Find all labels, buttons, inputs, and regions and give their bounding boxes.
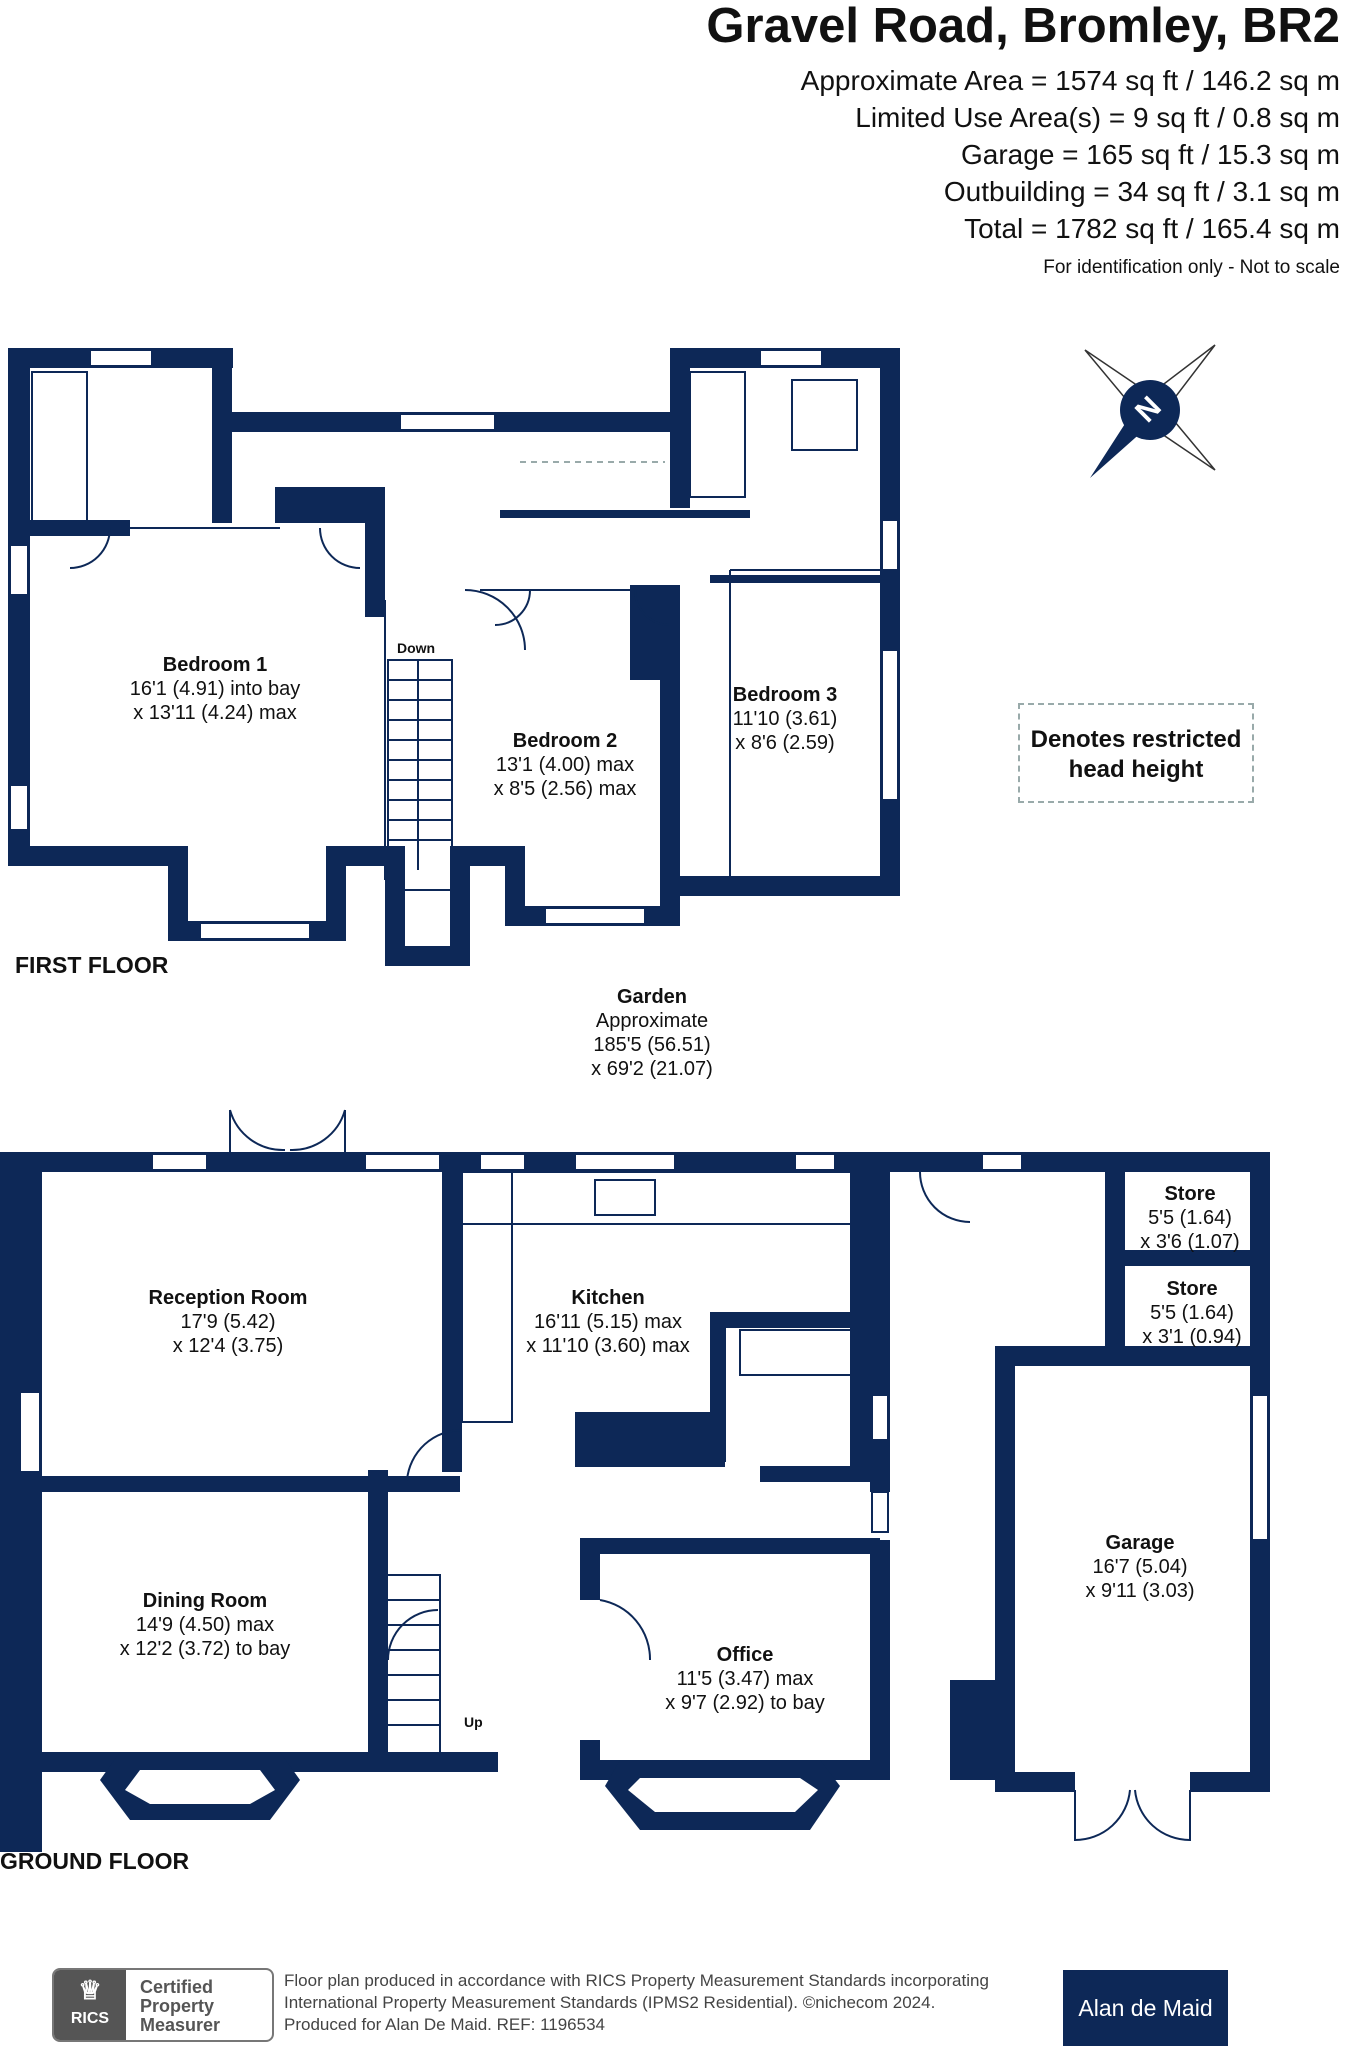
rics-certified-badge: ♕ RICS Certified Property Measurer — [52, 1968, 274, 2042]
room-dimension: 16'1 (4.91) into bay — [129, 678, 301, 700]
legend-line-2: head height — [1068, 756, 1204, 783]
first-floor-label: FIRST FLOOR — [15, 952, 169, 978]
cert-line: Property — [140, 1996, 215, 2016]
outbuilding-area: Outbuilding = 34 sq ft / 3.1 sq m — [943, 176, 1340, 207]
room-dimension: 13'1 (4.00) max — [495, 754, 635, 776]
lion-icon: ♕ — [78, 1975, 102, 2005]
property-title: Gravel Road, Bromley, BR2 — [706, 0, 1340, 53]
agency-logo: Alan de Maid — [1063, 1970, 1228, 2046]
room-name: Store — [1166, 1278, 1218, 1300]
room-store-1: Store 5'5 (1.64) x 3'6 (1.07) — [1140, 1182, 1239, 1254]
room-dimension: x 12'4 (3.75) — [172, 1335, 284, 1357]
room-store-2: Store 5'5 (1.64) x 3'1 (0.94) — [1142, 1277, 1241, 1349]
notice-line: Produced for Alan De Maid. REF: 1196534 — [284, 2015, 605, 2034]
room-dimension: x 13'11 (4.24) max — [133, 702, 297, 724]
room-dimension: x 11'10 (3.60) max — [526, 1335, 690, 1357]
approx-area: Approximate Area = 1574 sq ft / 146.2 sq… — [800, 65, 1340, 96]
room-office: Office 11'5 (3.47) max x 9'7 (2.92) to b… — [665, 1643, 824, 1715]
room-dimension: x 3'6 (1.07) — [1140, 1231, 1240, 1253]
room-dimension: x 9'7 (2.92) to bay — [665, 1692, 825, 1714]
room-dimension: 14'9 (4.50) max — [135, 1614, 275, 1636]
area-garden: Garden Approximate 185'5 (56.51) x 69'2 … — [591, 985, 713, 1081]
certification-text: Certified Property Measurer — [140, 1978, 220, 2035]
stairs-down-label: Down — [397, 640, 436, 656]
rics-logo-text: RICS — [70, 2010, 110, 2027]
room-dimension: x 8'5 (2.56) max — [493, 778, 637, 800]
legend-line-1: Denotes restricted — [1030, 726, 1242, 753]
production-notice: Floor plan produced in accordance with R… — [284, 1970, 989, 2036]
ground-floor-label: GROUND FLOOR — [0, 1848, 190, 1874]
limited-use-area: Limited Use Area(s) = 9 sq ft / 0.8 sq m — [855, 102, 1340, 133]
scale-note: For identification only - Not to scale — [1043, 257, 1340, 278]
ground-floor-bays — [100, 1752, 840, 1830]
room-bedroom-3: Bedroom 3 11'10 (3.61) x 8'6 (2.59) — [733, 683, 838, 755]
room-name: Reception Room — [148, 1287, 308, 1309]
room-dimension: 185'5 (56.51) — [593, 1034, 711, 1056]
room-name: Bedroom 3 — [732, 684, 838, 706]
garage-area: Garage = 165 sq ft / 15.3 sq m — [961, 139, 1340, 170]
room-dimension: 11'10 (3.61) — [732, 708, 838, 730]
room-dimension: x 9'11 (3.03) — [1085, 1580, 1195, 1602]
room-name: Kitchen — [571, 1287, 645, 1309]
room-bedroom-1: Bedroom 1 16'1 (4.91) into bay x 13'11 (… — [130, 653, 301, 725]
room-name: Store — [1164, 1183, 1216, 1205]
first-floor-partitions — [30, 371, 890, 880]
room-name: Office — [716, 1644, 774, 1666]
footer: ♕ RICS Certified Property Measurer Floor… — [0, 1960, 1357, 2048]
room-kitchen: Kitchen 16'11 (5.15) max x 11'10 (3.60) … — [526, 1286, 690, 1358]
room-name: Garden — [616, 986, 688, 1008]
room-dimension: 11'5 (3.47) max — [676, 1668, 814, 1690]
ground-floor-walls — [0, 1152, 1270, 1852]
room-dimension: x 3'1 (0.94) — [1142, 1326, 1242, 1348]
room-reception: Reception Room 17'9 (5.42) x 12'4 (3.75) — [149, 1286, 308, 1358]
room-name: Garage — [1105, 1532, 1175, 1554]
stairs-up-label: Up — [464, 1714, 483, 1730]
room-dimension: 5'5 (1.64) — [1150, 1302, 1234, 1324]
floor-plan-drawing — [0, 344, 1270, 1852]
cert-line: Certified — [140, 1977, 214, 1997]
room-name: Dining Room — [142, 1590, 268, 1612]
room-dimension: 16'7 (5.04) — [1092, 1556, 1188, 1578]
room-garage: Garage 16'7 (5.04) x 9'11 (3.03) — [1085, 1531, 1194, 1603]
compass-rose — [1084, 344, 1216, 478]
first-floor-stairs — [387, 659, 453, 891]
room-dimension: x 12'2 (3.72) to bay — [119, 1638, 291, 1660]
total-area: Total = 1782 sq ft / 165.4 sq m — [964, 213, 1340, 244]
room-dimension: 5'5 (1.64) — [1148, 1207, 1232, 1229]
notice-line: International Property Measurement Stand… — [284, 1993, 936, 2012]
room-name: Bedroom 1 — [162, 654, 268, 676]
room-note: Approximate — [595, 1010, 709, 1032]
restricted-head-height-legend: Denotes restricted head height — [1018, 703, 1254, 803]
room-dimension: x 8'6 (2.59) — [735, 732, 835, 754]
room-dimension: 16'11 (5.15) max — [534, 1311, 682, 1333]
ground-floor-windows — [19, 1153, 1269, 1541]
rics-logo: ♕ RICS — [54, 1970, 126, 2040]
notice-line: Floor plan produced in accordance with R… — [284, 1971, 989, 1990]
first-floor-windows — [9, 349, 899, 940]
room-name: Bedroom 2 — [512, 730, 618, 752]
cert-line: Measurer — [140, 2015, 221, 2035]
room-bedroom-2: Bedroom 2 13'1 (4.00) max x 8'5 (2.56) m… — [494, 729, 637, 801]
room-dining: Dining Room 14'9 (4.50) max x 12'2 (3.72… — [120, 1589, 291, 1661]
room-dimension: 17'9 (5.42) — [180, 1311, 276, 1333]
ground-floor-fittings — [229, 1109, 1191, 1842]
room-dimension: x 69'2 (21.07) — [591, 1058, 713, 1080]
